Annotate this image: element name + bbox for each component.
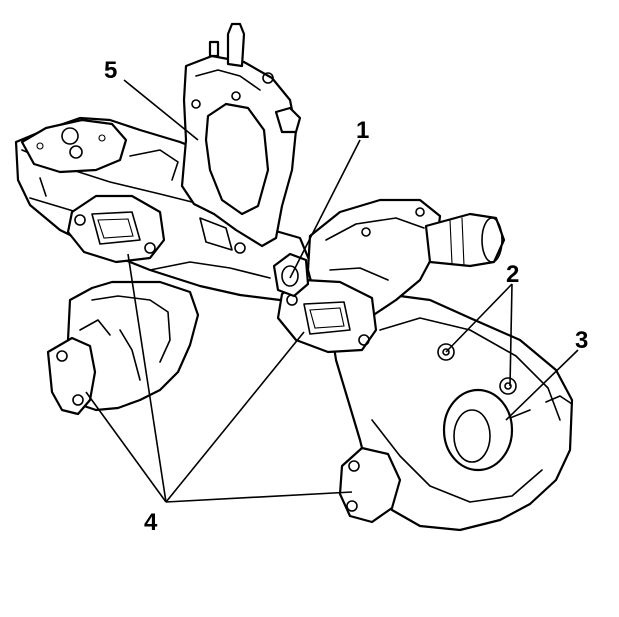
right-mounting-flange: [338, 446, 402, 524]
leader-4b: [127, 253, 167, 503]
callout-1: 1: [356, 117, 369, 144]
left-gasket-flange: [66, 194, 166, 264]
left-mounting-flange: [46, 336, 97, 416]
leader-4a: [85, 391, 167, 503]
rail-end-plate: [20, 118, 128, 174]
leader-5: [123, 79, 199, 141]
leader-2b: [509, 283, 513, 387]
callout-5: 5: [104, 57, 117, 84]
leader-2a: [445, 283, 513, 353]
callout-3: 3: [575, 327, 588, 354]
leader-4d: [165, 491, 353, 503]
leader-1: [289, 139, 361, 279]
leader-3: [505, 349, 579, 421]
leader-lines: [85, 79, 579, 503]
leader-4c: [165, 331, 305, 503]
callout-2: 2: [506, 261, 519, 288]
upper-bracket: [180, 22, 302, 254]
callout-4: 4: [144, 509, 158, 536]
